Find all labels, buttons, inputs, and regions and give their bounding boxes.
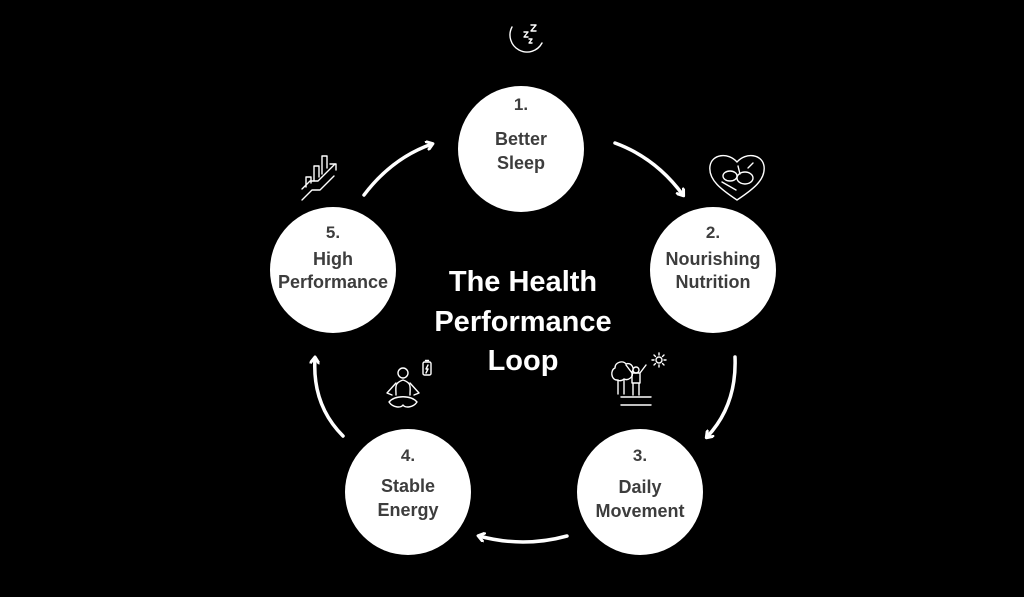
step-label: Nutrition — [676, 272, 751, 292]
step-better-sleep: 1. Better Sleep — [458, 86, 584, 212]
heart-food-icon — [709, 155, 765, 201]
arrow-3-to-4 — [479, 536, 569, 544]
step-label: Stable — [381, 476, 435, 496]
step-label: Performance — [278, 272, 388, 292]
step-number: 5. — [326, 223, 340, 242]
moon-sleep-icon — [509, 24, 543, 53]
arrow-5-to-1 — [362, 144, 432, 197]
growth-chart-icon — [301, 155, 337, 201]
step-nourishing-nutrition: 2. Nourishing Nutrition — [650, 207, 776, 333]
step-daily-movement: 3. Daily Movement — [577, 429, 703, 555]
step-label: High — [313, 249, 353, 269]
title-line-2: Performance — [434, 306, 611, 338]
title-line-1: The Health — [449, 266, 597, 298]
step-label: Sleep — [497, 153, 545, 173]
step-stable-energy: 4. Stable Energy — [345, 429, 471, 555]
step-label: Daily — [618, 477, 661, 497]
step-number: 1. — [514, 95, 528, 114]
title-line-3: Loop — [488, 345, 559, 377]
step-label: Better — [495, 129, 547, 149]
step-number: 4. — [401, 446, 415, 465]
step-label: Energy — [377, 500, 438, 520]
outdoor-activity-icon — [611, 352, 667, 406]
meditation-battery-icon — [386, 359, 432, 408]
arrow-1-to-2 — [613, 141, 683, 195]
arrow-4-to-5 — [315, 358, 345, 438]
diagram-title: The Health Performance Loop — [434, 266, 611, 377]
step-label: Movement — [595, 501, 684, 521]
step-high-performance: 5. High Performance — [270, 207, 396, 333]
step-number: 3. — [633, 446, 647, 465]
arrow-2-to-3 — [707, 355, 737, 437]
step-number: 2. — [706, 223, 720, 242]
step-label: Nourishing — [666, 249, 761, 269]
